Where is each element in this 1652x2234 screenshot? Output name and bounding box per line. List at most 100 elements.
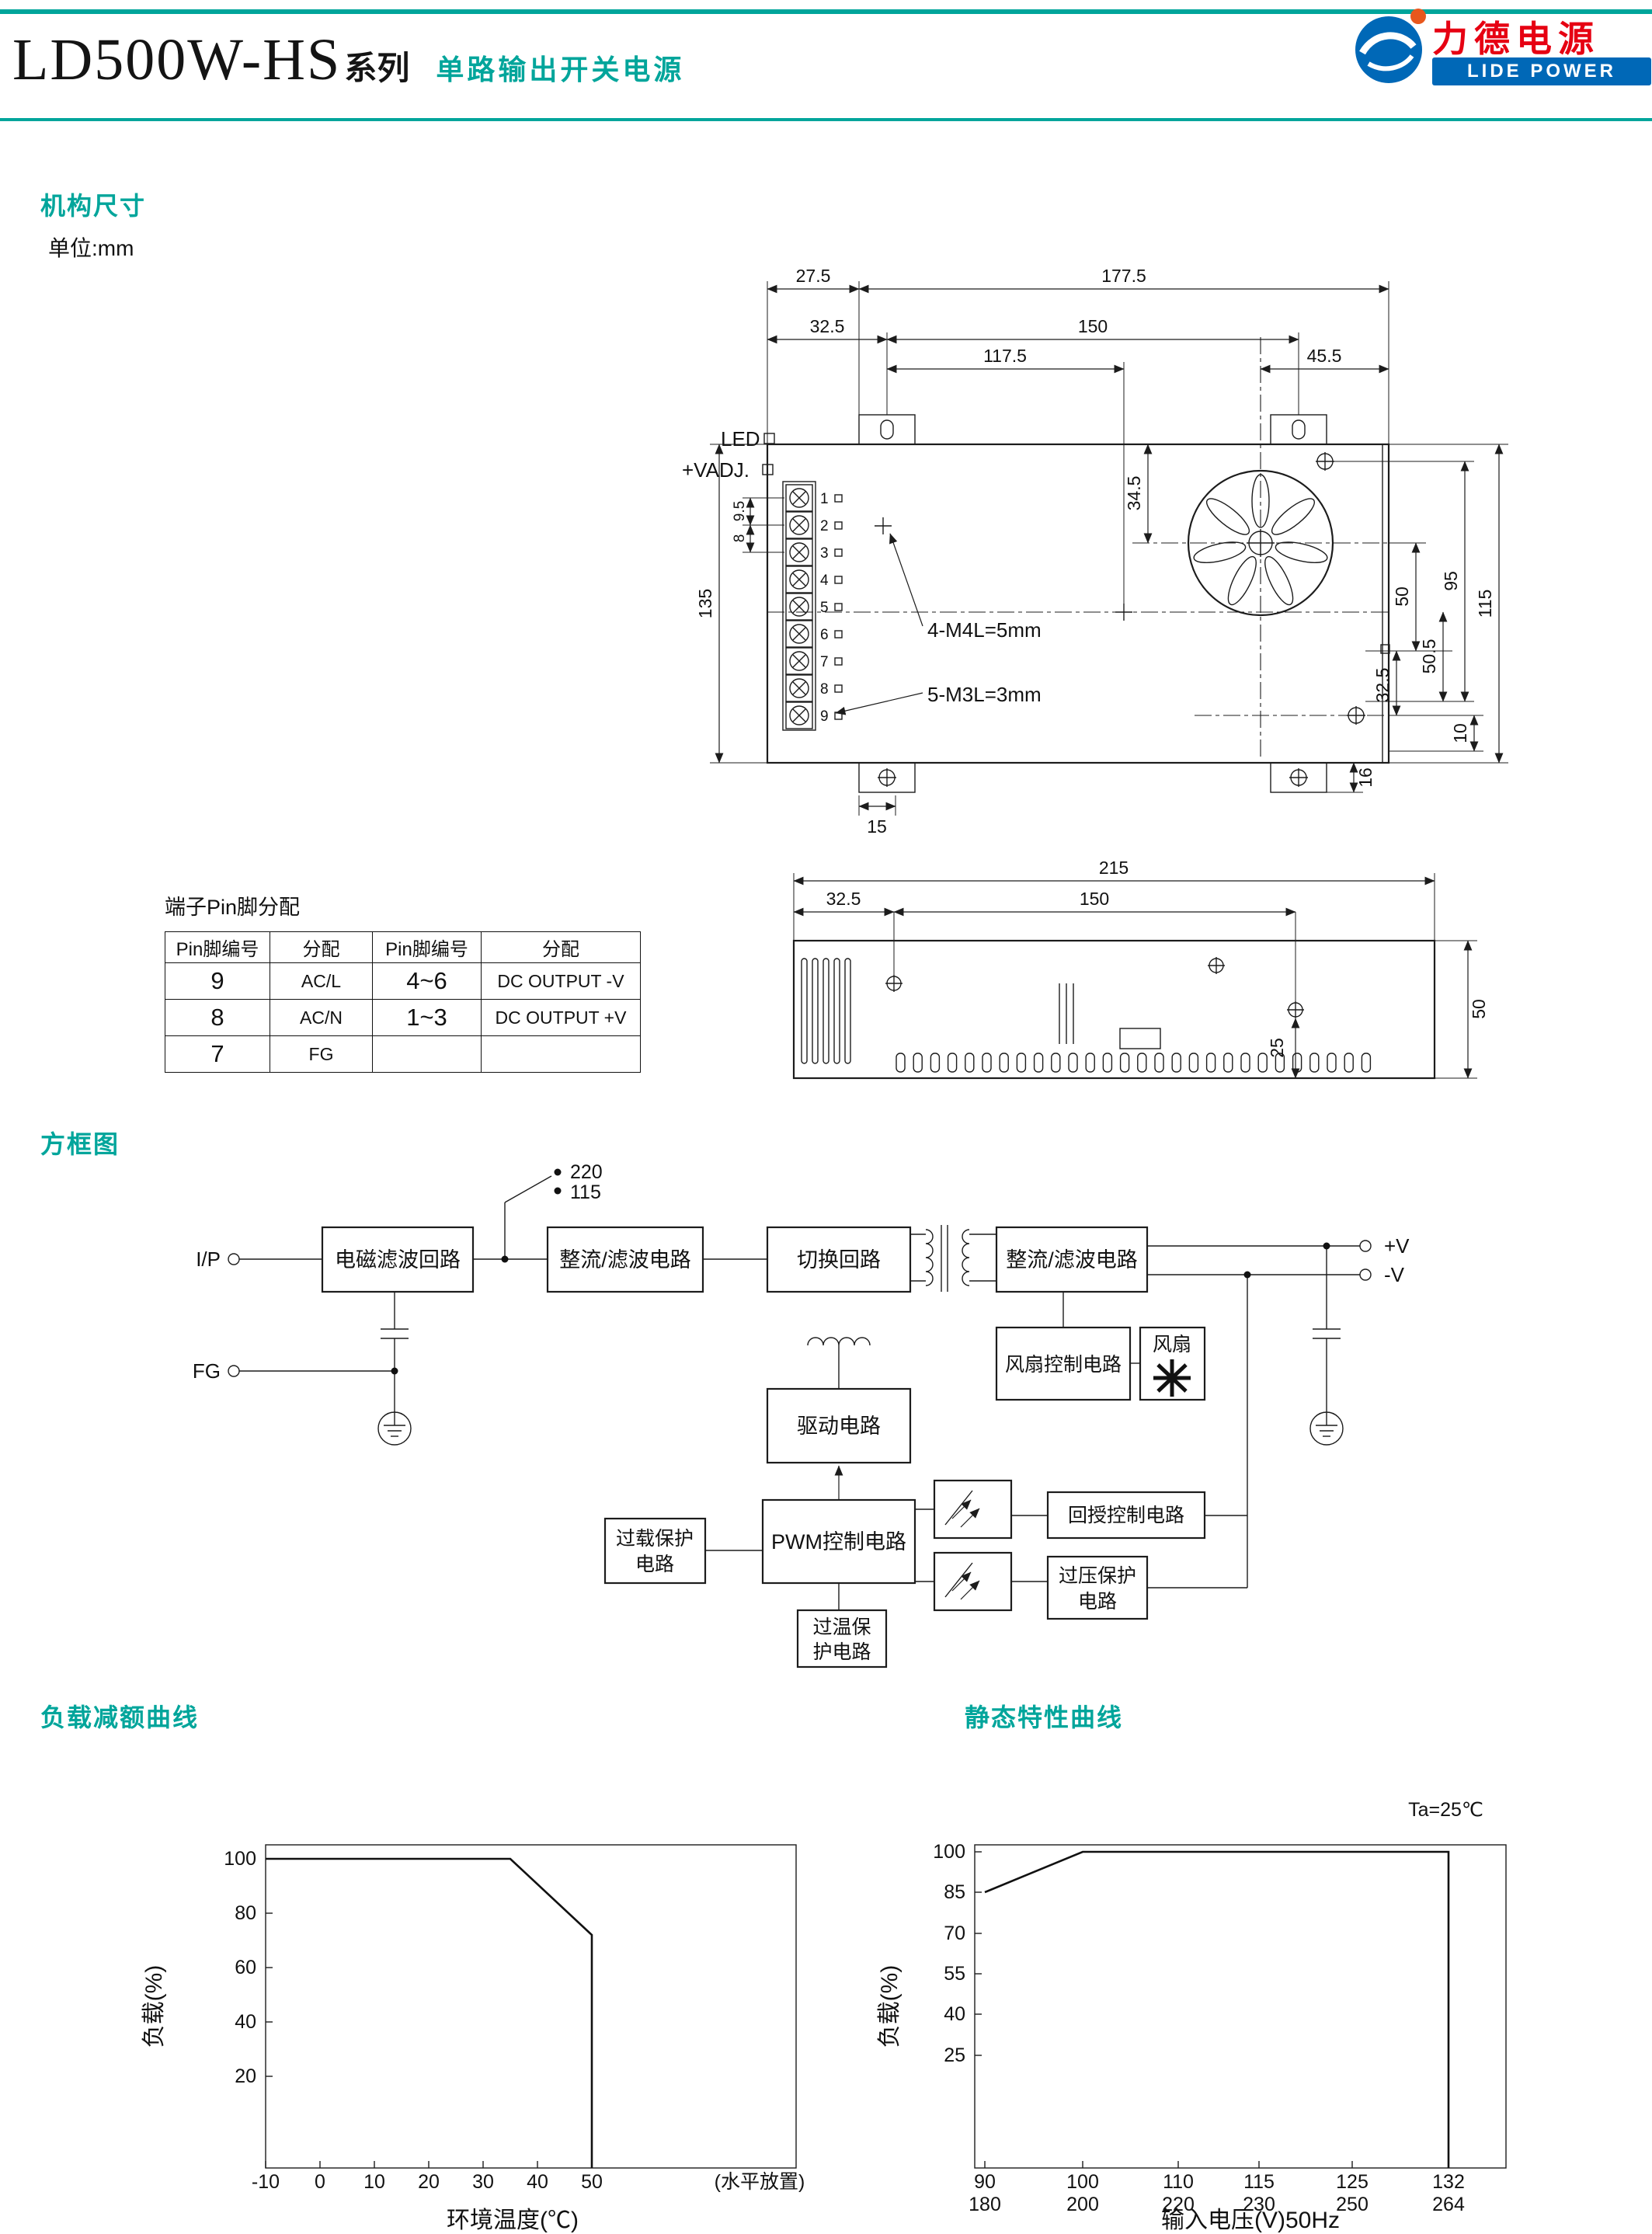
block-switching: 切换回路 (766, 1226, 912, 1293)
pin-table-row: 7 FG (165, 1035, 641, 1073)
dim-50-5: 50.5 (1419, 639, 1439, 674)
dim-16: 16 (1355, 767, 1376, 788)
svg-text:回授控制电路: 回授控制电路 (1068, 1505, 1184, 1526)
wires (239, 1175, 1360, 1610)
leader-callouts: 4-M4L=5mm 5-M3L=3mm (835, 533, 1042, 715)
svg-text:过压保护: 过压保护 (1059, 1565, 1136, 1587)
dim-50: 50 (1392, 586, 1412, 607)
company-logo: 力德电源 LIDE POWER (1353, 6, 1652, 98)
x-tick-label: 100 (1066, 2171, 1099, 2193)
dim-27-5: 27.5 (796, 266, 831, 286)
y-axis-label: 负载(%) (141, 1965, 167, 2048)
x-tick-label: 125 (1336, 2171, 1369, 2193)
pin-table-title: 端子Pin脚分配 (165, 896, 301, 919)
static-characteristic-chart: Ta=25℃ 输入电压(V)50Hz 负载(%) 901801002001102… (877, 1799, 1507, 2233)
pin-cell: 1~3 (372, 999, 482, 1036)
dim-45-5: 45.5 (1307, 346, 1342, 366)
dim-117-5: 117.5 (983, 346, 1027, 366)
voltage-220-label: 220 (570, 1161, 603, 1183)
vplus-label: +V (1384, 1234, 1410, 1258)
pin-cell (481, 1035, 641, 1073)
fg-label: FG (193, 1359, 221, 1383)
dim-side-150: 150 (1080, 889, 1109, 909)
dim-135: 135 (695, 589, 715, 618)
pin-header-cell: Pin脚编号 (372, 931, 482, 963)
x-axis-label: 环境温度(℃) (447, 2208, 579, 2233)
x-tick-label-row2: 200 (1066, 2194, 1099, 2215)
dim-115: 115 (1475, 590, 1495, 618)
x-tick-label-row2: 180 (969, 2194, 1001, 2215)
terminal-number: 7 (820, 654, 829, 670)
block-overload-protection: 过载保护 电路 (603, 1517, 707, 1585)
x-tick-label-row2: 230 (1243, 2194, 1275, 2215)
plot-frame (974, 1844, 1507, 2169)
logo-chinese-name: 力德电源 (1432, 19, 1600, 59)
center-lines (767, 337, 1426, 760)
dim-215: 215 (1099, 858, 1129, 878)
pin-cell: 9 (165, 962, 270, 1000)
pin-table-header-row: Pin脚编号 分配 Pin脚编号 分配 (165, 931, 641, 963)
aux-winding-icon (807, 1337, 871, 1346)
svg-text:过载保护: 过载保护 (616, 1528, 694, 1550)
section-title-derating: 负载减额曲线 (40, 1703, 200, 1731)
vadj-label: +VADJ. (682, 458, 749, 482)
x-tick-label: 40 (527, 2171, 548, 2193)
y-tick-label: 80 (235, 1902, 256, 1924)
pin-cell (372, 1035, 482, 1073)
dim-side-25: 25 (1267, 1038, 1287, 1058)
logo-english-name: LIDE POWER (1466, 61, 1616, 82)
x-tick-label: 115 (1243, 2171, 1275, 2193)
svg-text:PWM控制电路: PWM控制电路 (771, 1530, 906, 1554)
terminal-number: 4 (820, 572, 829, 589)
capacitor-icon (381, 1328, 1341, 1339)
svg-text:整流/滤波电路: 整流/滤波电路 (559, 1248, 691, 1272)
x-tick-label: 0 (315, 2171, 325, 2193)
block-overtemp-protection: 过温保 护电路 (796, 1609, 888, 1669)
pin-table-row: 9 AC/L 4~6 DC OUTPUT -V (165, 962, 641, 1000)
selector-220-terminal (554, 1168, 562, 1176)
extension-lines (710, 281, 1508, 816)
pin-cell: 4~6 (372, 962, 482, 1000)
side-bottom-vent-row (896, 1053, 1372, 1073)
terminal-number: 6 (820, 627, 829, 643)
chart-dynamic-content: 9018010020011022011523012525013226425405… (933, 1841, 1465, 2215)
model-name: LD500W-HS (12, 27, 342, 92)
pin-assignment-section: 端子Pin脚分配 Pin脚编号 分配 Pin脚编号 分配 9 AC/L 4~6 … (165, 890, 641, 1073)
section-title-mechanical: 机构尺寸 (40, 192, 147, 220)
page-title: LD500W-HS 系列 单路输出开关电源 (12, 26, 684, 94)
y-tick-label: 70 (944, 1923, 965, 1944)
data-line (266, 1857, 593, 2168)
front-panel-callouts: LED +VADJ. (682, 427, 775, 482)
pin-cell: FG (270, 1035, 373, 1073)
header-top-rule (0, 9, 1652, 14)
vminus-label: -V (1384, 1263, 1405, 1286)
fan-icon (1187, 469, 1334, 617)
pin-cell: DC OUTPUT +V (481, 999, 641, 1036)
y-tick-label: 100 (933, 1841, 965, 1863)
svg-text:风扇: 风扇 (1153, 1334, 1191, 1355)
selector-115-terminal (554, 1187, 562, 1195)
section-title-static: 静态特性曲线 (965, 1703, 1124, 1731)
transformer-icon (925, 1225, 970, 1292)
x-tick-label: 90 (974, 2171, 996, 2193)
pin-header-cell: 分配 (481, 931, 641, 963)
data-line (984, 1850, 1450, 2168)
chassis-outline (766, 414, 1390, 793)
callout-m3: 5-M3L=3mm (927, 683, 1042, 706)
block-fan-control: 风扇控制电路 (995, 1326, 1132, 1401)
pin-cell: AC/L (270, 962, 373, 1000)
dim-34-5: 34.5 (1124, 476, 1144, 511)
terminal-number: 1 (820, 491, 829, 507)
screw-hole-icon (885, 957, 1304, 1018)
io-terminals: I/P FG +V -V (193, 1234, 1410, 1383)
header-bottom-rule (0, 118, 1652, 121)
plot-frame (265, 1844, 797, 2169)
pin-cell: AC/N (270, 999, 373, 1036)
logo-mark-icon (1355, 9, 1426, 83)
y-axis-label: 负载(%) (877, 1965, 903, 2048)
led-indicator-icon (763, 433, 775, 444)
